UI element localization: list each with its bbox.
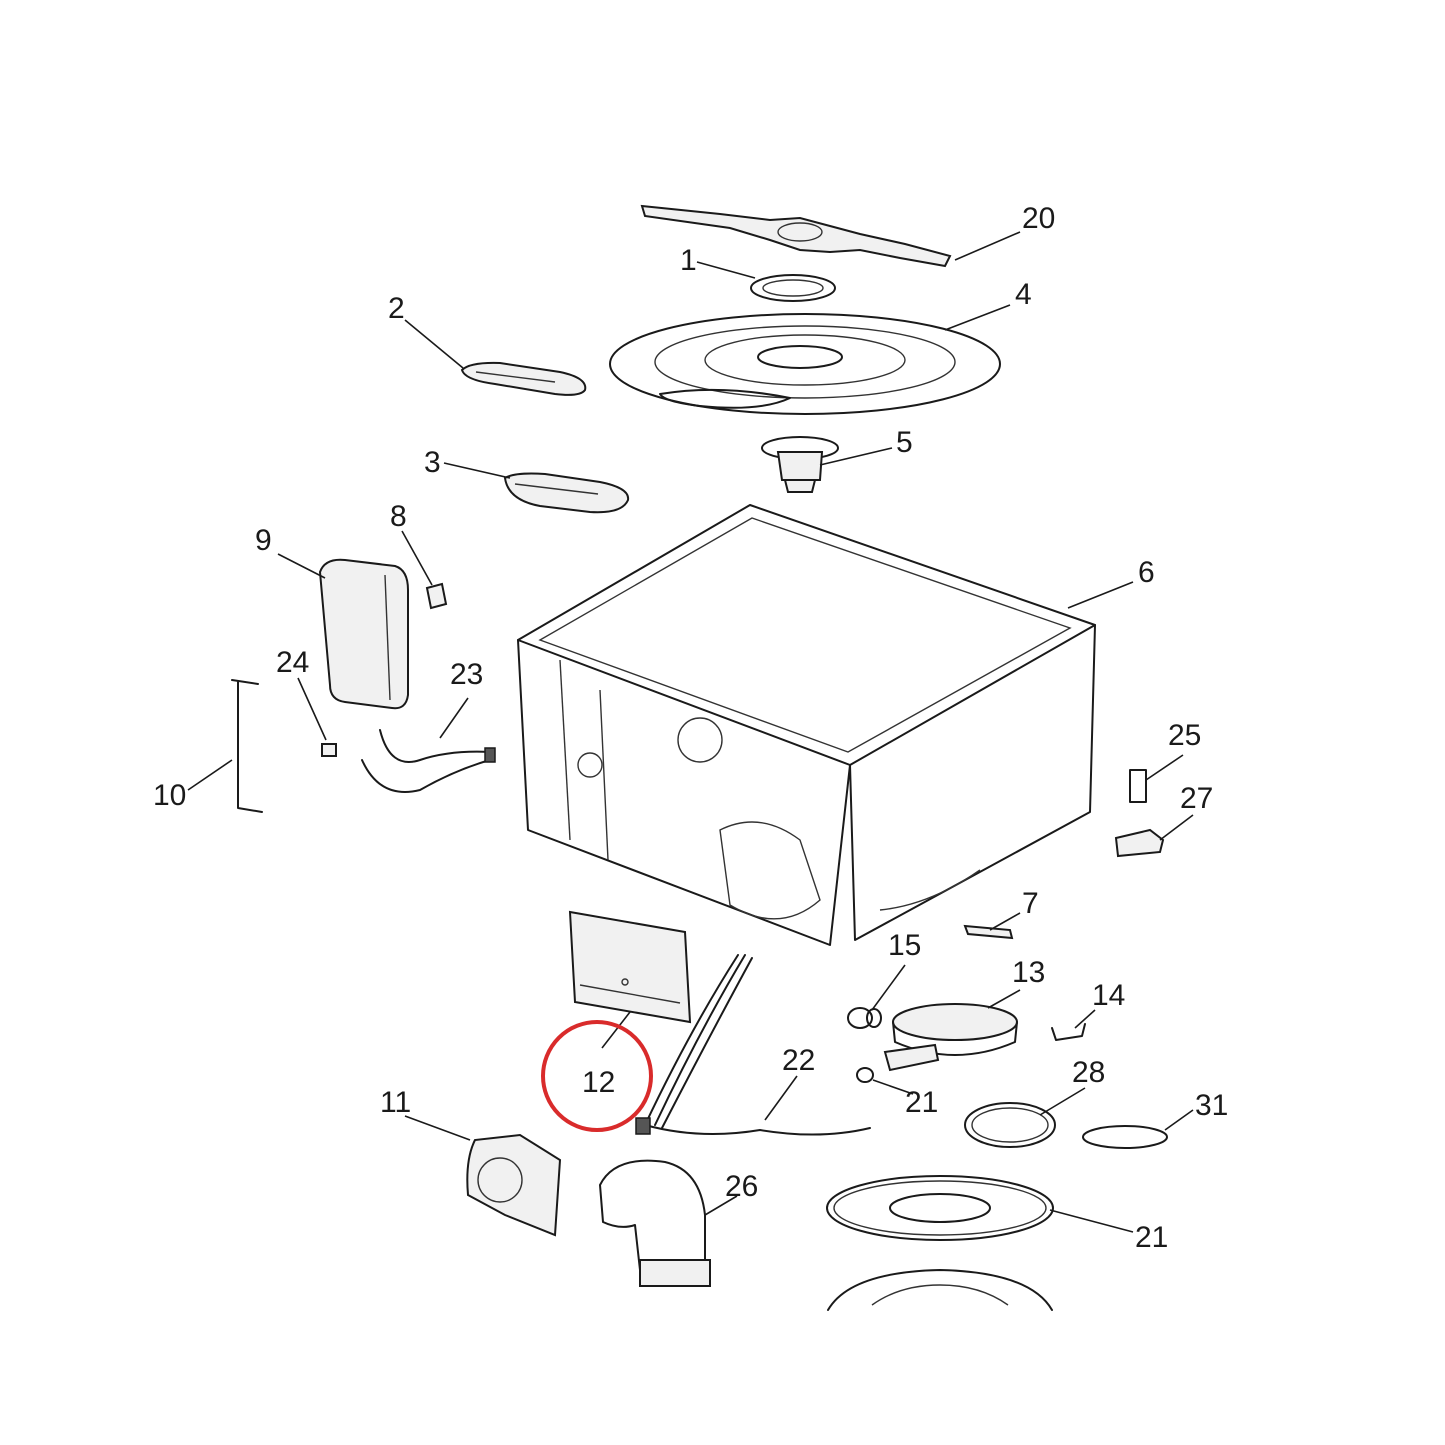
callout-1: 1: [680, 244, 697, 277]
callout-6: 6: [1138, 556, 1155, 589]
part-1-hub-ring: [750, 274, 836, 302]
callout-12: 12: [582, 1066, 615, 1099]
callout-21-large: 21: [1135, 1221, 1168, 1254]
callout-27: 27: [1180, 782, 1213, 815]
callout-14: 14: [1092, 979, 1125, 1012]
part-12-control-board: [568, 910, 692, 1024]
callout-4: 4: [1015, 278, 1032, 311]
callout-26: 26: [725, 1170, 758, 1203]
callout-10: 10: [153, 779, 186, 812]
callout-23: 23: [450, 658, 483, 691]
part-15-seal: [847, 1007, 882, 1029]
callout-22: 22: [782, 1044, 815, 1077]
callout-15: 15: [888, 929, 921, 962]
part-21-large-seal: [826, 1175, 1054, 1241]
part-11-blower: [466, 1133, 562, 1237]
part-sump-base: [827, 1269, 1053, 1311]
part-20-spray-arm: [640, 204, 952, 268]
part-14-clip: [1051, 1023, 1086, 1041]
part-9-softener: [318, 558, 409, 710]
callout-31: 31: [1195, 1089, 1228, 1122]
part-6-tub: [517, 504, 1096, 946]
callout-13: 13: [1012, 956, 1045, 989]
callout-2: 2: [388, 292, 405, 325]
part-26-housing: [599, 1159, 711, 1287]
callout-3: 3: [424, 446, 441, 479]
part-23-harness: [361, 729, 496, 793]
callout-7: 7: [1022, 887, 1039, 920]
callout-25: 25: [1168, 719, 1201, 752]
part-28-ring: [964, 1102, 1056, 1148]
callout-9: 9: [255, 524, 272, 557]
part-22-harness: [635, 954, 871, 1136]
leader-lines: [187, 231, 1194, 1233]
part-2-gasket: [460, 361, 587, 396]
callout-labels: 20 1 4 2 3 5 8 9 6 24 23 25 10 27 7 15 1…: [153, 202, 1228, 1254]
part-13-heat-pump: [883, 1003, 1018, 1072]
callout-24: 24: [276, 646, 309, 679]
part-3-filter-tray: [503, 472, 630, 514]
callout-20: 20: [1022, 202, 1055, 235]
part-7-pin: [963, 924, 1014, 940]
part-27-sensor: [1114, 828, 1165, 858]
part-21-o-ring-small: [856, 1067, 874, 1083]
part-4-filter-plate: [609, 313, 1001, 415]
highlight-circle-part-12: [541, 1020, 653, 1132]
callout-5: 5: [896, 426, 913, 459]
part-8-valve: [425, 582, 448, 610]
callout-11: 11: [380, 1086, 411, 1119]
part-5-impeller: [761, 436, 839, 493]
part-24-clip: [321, 743, 337, 757]
part-10-bracket: [231, 679, 263, 813]
callout-28: 28: [1072, 1056, 1105, 1089]
callout-8: 8: [390, 500, 407, 533]
part-31-gasket-ring: [1082, 1125, 1168, 1149]
callout-21-small: 21: [905, 1086, 938, 1119]
part-25-label: [1129, 769, 1147, 803]
